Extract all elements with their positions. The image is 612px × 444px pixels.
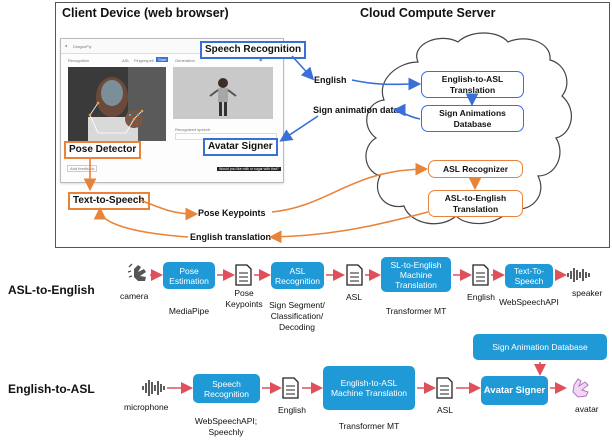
text-to-speech-caption: WebSpeechAPI (499, 297, 559, 307)
avatar-view (173, 67, 273, 119)
start-button[interactable]: Start (156, 57, 169, 62)
speaker-waveform-icon (567, 268, 590, 282)
generation-panel-title: Generation (175, 58, 195, 63)
sl-to-english-mt-caption: Transformer MT (385, 306, 447, 316)
app-name: DragonFly (73, 44, 92, 49)
arrow-english-to-translation (351, 77, 422, 91)
english-translation-label: English translation (190, 232, 272, 242)
speaker-label: speaker (572, 288, 603, 298)
english-doc-label-2: English (278, 405, 306, 415)
avatar-caption: Would you like milk or sugar with that? (217, 167, 281, 171)
avatar-figure (209, 78, 237, 116)
english-to-asl-mt-caption: Transformer MT (338, 421, 400, 431)
sign-animation-db-step: Sign Animation Database (473, 334, 607, 360)
document-icon (282, 377, 299, 399)
toggle-icon[interactable]: ◉ (259, 57, 263, 62)
text-to-speech-label: Text-to-Speech (68, 192, 150, 210)
sign-animation-data-label: Sign animation data (313, 105, 399, 115)
sign-animations-db-box: Sign Animations Database (421, 105, 524, 132)
microphone-waveform-icon (142, 380, 165, 396)
sl-to-english-mt-step: SL-to-English Machine Translation (381, 257, 451, 292)
microphone-label: microphone (124, 402, 169, 412)
arrow-translation-to-english (268, 211, 429, 244)
pose-keypoints-doc-label: Pose Keypoints (225, 288, 263, 309)
asl-doc-label-2: ASL (436, 405, 454, 415)
asl-recognition-step: ASL Recognition (271, 262, 324, 289)
chip-asl[interactable]: ASL (122, 58, 130, 63)
person-with-pose (68, 67, 166, 141)
avatar-signer-label: Avatar Signer (203, 138, 278, 156)
avatar-label: avatar (575, 404, 599, 414)
cloud-server-title: Cloud Compute Server (360, 6, 496, 20)
pose-estimation-step: Pose Estimation (163, 262, 215, 289)
avatar-hand-icon (572, 378, 589, 398)
avatar-signer-step: Avatar Signer (481, 376, 548, 405)
speech-recognition-caption: WebSpeechAPI; Speechly (194, 416, 258, 437)
recognized-speech-input[interactable]: Recognized speech (175, 127, 211, 132)
arrow-keypoints-to-recognizer (271, 162, 429, 213)
arrow-english-to-tts (93, 206, 189, 238)
add-feedback-button[interactable]: Add feedback (67, 165, 98, 172)
document-icon (472, 264, 489, 286)
document-icon (346, 264, 363, 286)
document-icon (235, 264, 252, 286)
document-icon (436, 377, 453, 399)
english-to-asl-mt-step: English-to-ASL Machine Translation (323, 366, 415, 410)
pose-detector-label: Pose Detector (64, 141, 142, 159)
arrow-signdata-to-avatar (279, 115, 319, 142)
pose-estimation-caption: MediaPipe (168, 306, 210, 316)
generation-panel: Generation ◉ Recognized speech Would you… (173, 55, 281, 171)
arrow-db-to-signdata (392, 103, 421, 120)
recognition-panel-title: Recognition (68, 58, 90, 63)
client-device-title: Client Device (web browser) (62, 6, 229, 20)
camera-label: camera (120, 291, 149, 301)
english-flow-label: English (314, 75, 347, 85)
pose-keypoints-label: Pose Keypoints (198, 208, 266, 218)
camera-view (68, 67, 166, 141)
speech-recognition-step: Speech Recognition (193, 374, 260, 403)
arrow-to-pose-keypoints (139, 199, 199, 221)
english-to-asl-title: English-to-ASL (8, 382, 95, 396)
hand-sign-icon (127, 263, 146, 281)
browser-logo: ● (65, 43, 68, 48)
text-to-speech-step: Text-To-Speech (505, 264, 553, 288)
recognition-panel: Recognition ASL Fingerspell Start I want… (64, 55, 169, 172)
asl-doc-label: ASL (345, 292, 363, 302)
asl-to-english-title: ASL-to-English (8, 283, 95, 297)
chip-fingerspell[interactable]: Fingerspell (134, 58, 154, 63)
english-doc-label: English (467, 292, 495, 302)
arrow-speech-to-english (291, 55, 315, 81)
asl-to-english-server-box: ASL-to-English Translation (428, 190, 523, 217)
asl-recognition-caption: Sign Segment/ Classification/ Decoding (269, 300, 325, 332)
speech-recognition-label: Speech Recognition (200, 41, 307, 59)
